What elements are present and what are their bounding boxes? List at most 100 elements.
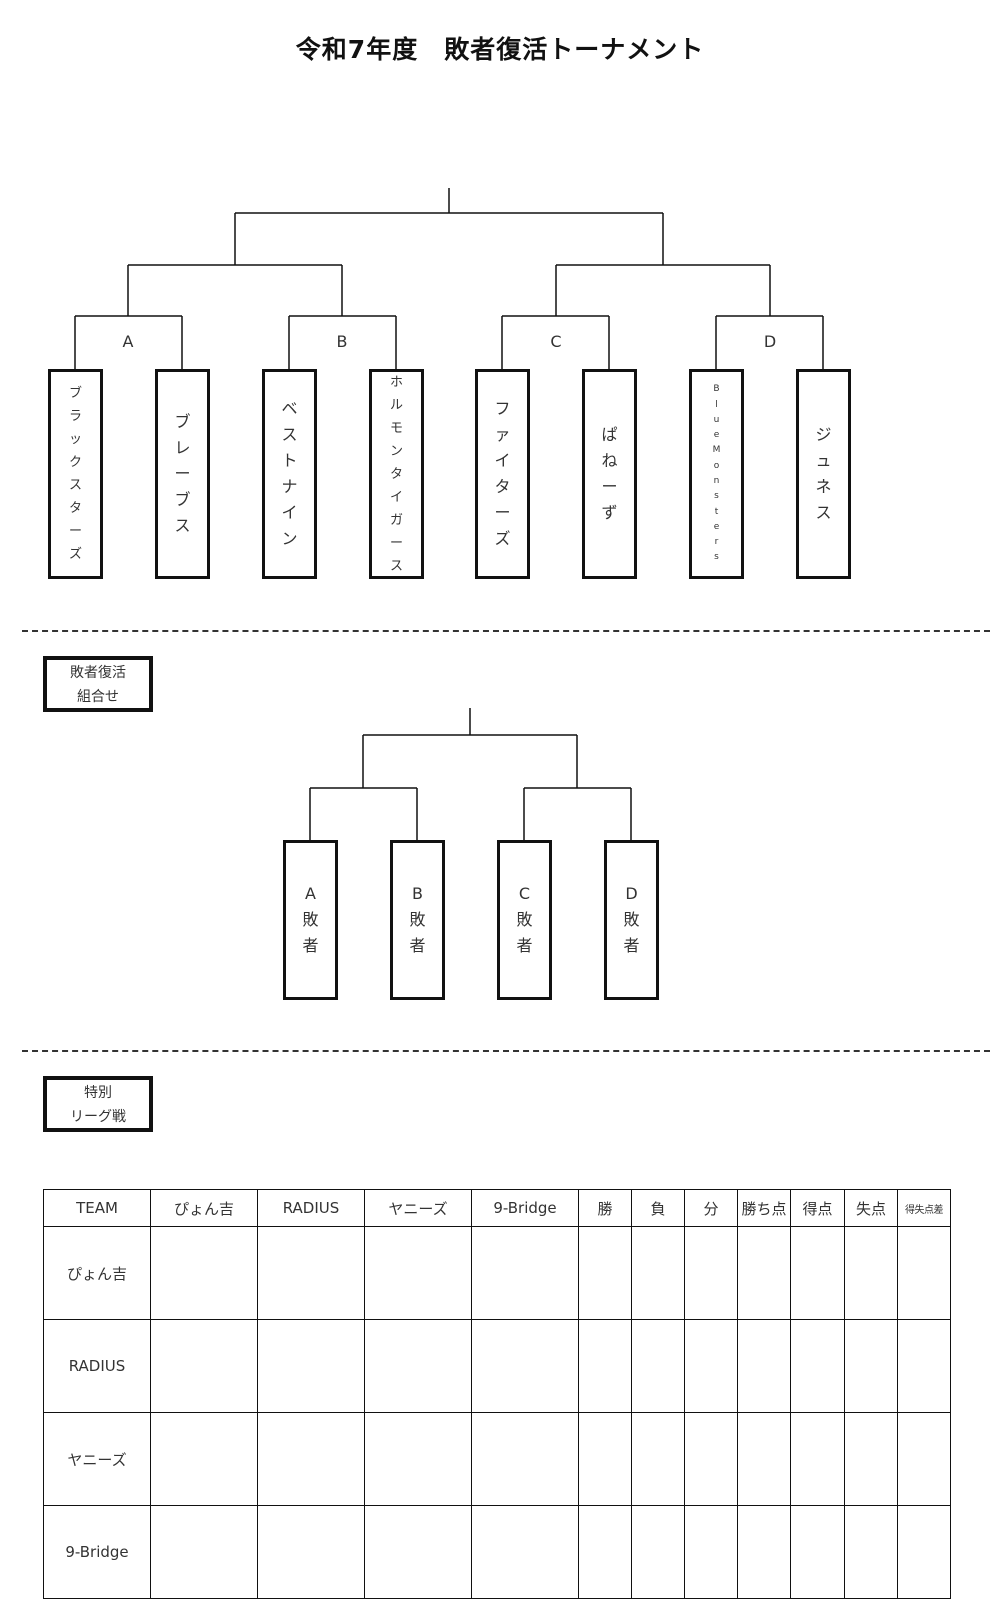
table-cell bbox=[631, 1505, 685, 1599]
column-header: 分 bbox=[684, 1189, 738, 1227]
column-header: TEAM bbox=[43, 1189, 151, 1227]
row-team-name: ヤニーズ bbox=[43, 1412, 151, 1506]
team-box-bestnine: ベストナイン bbox=[262, 369, 317, 579]
column-header: ヤニーズ bbox=[364, 1189, 472, 1227]
table-cell bbox=[844, 1505, 898, 1599]
page-title: 令和7年度 敗者復活トーナメント bbox=[295, 35, 705, 64]
table-cell bbox=[737, 1412, 791, 1506]
table-header-row: TEAM ぴょん吉 RADIUS ヤニーズ 9-Bridge 勝 負 分 勝ち点… bbox=[43, 1189, 951, 1227]
table-cell bbox=[684, 1319, 738, 1413]
team-name-vertical: ブレーブス bbox=[174, 412, 191, 535]
table-row: ぴょん吉 bbox=[43, 1226, 951, 1320]
group-label-b: B bbox=[336, 332, 348, 351]
table-cell bbox=[578, 1226, 632, 1320]
table-cell bbox=[684, 1505, 738, 1599]
table-cell bbox=[257, 1505, 365, 1599]
table-cell bbox=[150, 1505, 258, 1599]
table-cell bbox=[844, 1319, 898, 1413]
group-label-c: C bbox=[550, 332, 562, 351]
table-row: ヤニーズ bbox=[43, 1412, 951, 1506]
table-cell bbox=[790, 1505, 845, 1599]
table-cell bbox=[631, 1226, 685, 1320]
table-cell bbox=[471, 1505, 579, 1599]
table-cell bbox=[684, 1226, 738, 1320]
table-cell bbox=[257, 1319, 365, 1413]
table-cell bbox=[737, 1226, 791, 1320]
section-divider bbox=[22, 1050, 990, 1052]
table-cell bbox=[844, 1226, 898, 1320]
column-header: 勝ち点 bbox=[737, 1189, 791, 1227]
table-cell bbox=[364, 1226, 472, 1320]
table-cell bbox=[631, 1412, 685, 1506]
section-label-line: 敗者復活 bbox=[70, 665, 126, 681]
column-header: 失点 bbox=[844, 1189, 898, 1227]
table-cell bbox=[471, 1226, 579, 1320]
section-divider bbox=[22, 630, 990, 632]
section-label-line: リーグ戦 bbox=[70, 1109, 126, 1125]
repechage-section-label: 敗者復活 組合せ bbox=[43, 656, 153, 712]
table-cell bbox=[897, 1226, 951, 1320]
column-header: 得点 bbox=[790, 1189, 845, 1227]
team-name-vertical: ブラックスターズ bbox=[68, 386, 82, 562]
table-cell bbox=[790, 1226, 845, 1320]
team-name-vertical: ファイターズ bbox=[494, 399, 511, 548]
table-cell bbox=[578, 1505, 632, 1599]
column-header: 得失点差 bbox=[897, 1189, 951, 1227]
table-cell bbox=[150, 1319, 258, 1413]
team-box-panezu: ぱねーず bbox=[582, 369, 637, 579]
table-cell bbox=[897, 1319, 951, 1413]
row-team-name: ぴょん吉 bbox=[43, 1226, 151, 1320]
column-header: 負 bbox=[631, 1189, 685, 1227]
table-cell bbox=[897, 1412, 951, 1506]
team-box-junesse: ジュネス bbox=[796, 369, 851, 579]
group-label-a: A bbox=[122, 332, 134, 351]
table-cell bbox=[790, 1319, 845, 1413]
table-cell bbox=[364, 1505, 472, 1599]
table-cell bbox=[631, 1319, 685, 1413]
table-cell bbox=[684, 1412, 738, 1506]
table-cell bbox=[257, 1226, 365, 1320]
table-cell bbox=[364, 1319, 472, 1413]
table-cell bbox=[844, 1412, 898, 1506]
table-cell bbox=[150, 1412, 258, 1506]
column-header: ぴょん吉 bbox=[150, 1189, 258, 1227]
team-name-vertical: ジュネス bbox=[815, 425, 832, 522]
table-cell bbox=[578, 1319, 632, 1413]
table-cell bbox=[471, 1412, 579, 1506]
league-table: TEAM ぴょん吉 RADIUS ヤニーズ 9-Bridge 勝 負 分 勝ち点… bbox=[43, 1189, 951, 1599]
row-team-name: RADIUS bbox=[43, 1319, 151, 1413]
column-header: 勝 bbox=[578, 1189, 632, 1227]
table-cell bbox=[364, 1412, 472, 1506]
team-box-blackstars: ブラックスターズ bbox=[48, 369, 103, 579]
league-section-label: 特別 リーグ戦 bbox=[43, 1076, 153, 1132]
group-label-d: D bbox=[763, 332, 777, 351]
team-box-hormontigers: ホルモンタイガース bbox=[369, 369, 424, 579]
table-cell bbox=[737, 1505, 791, 1599]
table-row: RADIUS bbox=[43, 1319, 951, 1413]
section-label-line: 組合せ bbox=[77, 689, 119, 705]
column-header: RADIUS bbox=[257, 1189, 365, 1227]
team-name-vertical: ベストナイン bbox=[281, 399, 298, 548]
table-cell bbox=[257, 1412, 365, 1506]
team-name-vertical: ぱねーず bbox=[601, 425, 618, 522]
section-label-line: 特別 bbox=[84, 1085, 112, 1101]
table-cell bbox=[471, 1319, 579, 1413]
table-cell bbox=[737, 1319, 791, 1413]
team-name-vertical: ホルモンタイガース bbox=[389, 374, 403, 574]
table-cell bbox=[150, 1226, 258, 1320]
table-cell bbox=[578, 1412, 632, 1506]
table-cell bbox=[897, 1505, 951, 1599]
team-box-fighters: ファイターズ bbox=[475, 369, 530, 579]
column-header: 9-Bridge bbox=[471, 1189, 579, 1227]
